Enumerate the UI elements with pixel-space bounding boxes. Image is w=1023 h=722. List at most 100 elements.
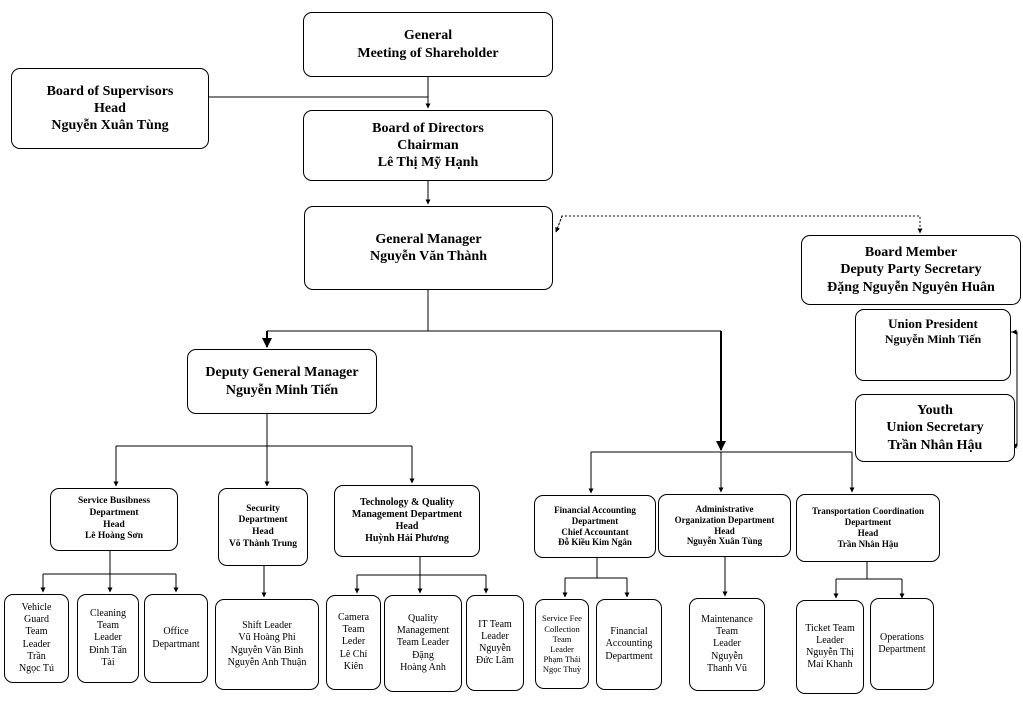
quality-line3: Team Leader [396, 637, 450, 649]
board-member-box: Board Member Deputy Party Secretary Đặng… [801, 235, 1021, 305]
board-member-name: Đặng Nguyễn Nguyên Huân [827, 279, 995, 295]
dgm-name: Nguyễn Minh Tiến [225, 382, 339, 398]
supervisors-role: Head [94, 100, 126, 116]
vehicle-line2: Guard [24, 614, 49, 626]
servicefee-line6: Ngọc Thuỳ [542, 664, 582, 675]
it-line3: Nguyễn [479, 643, 511, 654]
shift-line3: Nguyễn Văn Bình [230, 644, 304, 656]
shift-line2: Vũ Hoàng Phi [238, 632, 296, 644]
ticket-line3: Nguyễn Thị [806, 647, 854, 658]
vehicle-line3: Team [25, 626, 48, 638]
cleaning-line3: Leader [94, 632, 122, 644]
transport-dept-name: Trần Nhân Hậu [837, 538, 899, 549]
union-president-name: Nguyễn Minh Tiến [884, 331, 982, 346]
office-line2: Departmant [152, 638, 200, 650]
shift-leader-box: Shift Leader Vũ Hoàng Phi Nguyễn Văn Bìn… [215, 599, 319, 690]
vehicle-line4: Leader [22, 638, 51, 650]
operations-line1: Operations [880, 631, 924, 643]
supervisors-name: Nguyễn Xuân Tùng [51, 118, 169, 134]
security-department-box: Security Department Head Võ Thành Trung [218, 488, 308, 566]
financial-accounting-department-box: Financial Accounting Department Chief Ac… [534, 495, 656, 558]
directors-role: Chairman [397, 137, 459, 153]
servicefee-line3: Team [552, 633, 572, 644]
it-team-box: IT Team Leader Nguyễn Đức Lâm [466, 595, 524, 691]
youth-role: Union Secretary [886, 420, 984, 436]
cleaning-team-box: Cleaning Team Leader Đinh Tấn Tài [77, 594, 139, 683]
transport-dept-role: Head [857, 528, 879, 538]
camera-line5: Kiên [343, 660, 364, 672]
office-line1: Office [163, 626, 189, 638]
service-fee-collection-team-box: Service Fee Collection Team Leader Phạm … [535, 599, 589, 689]
admin-dept-name: Nguyễn Xuân Tùng [686, 536, 763, 547]
vehicle-line5: Trần [27, 650, 46, 662]
operations-department-box: Operations Department [870, 598, 934, 690]
findept-line2: Accounting [605, 638, 653, 650]
it-line2: Leader [481, 630, 509, 642]
quality-line1: Quality [408, 613, 438, 625]
servicefee-line2: Collection [544, 623, 580, 634]
supervisors-title: Board of Supervisors [46, 83, 174, 99]
admin-dept-line1: Administrative [695, 503, 754, 514]
service-business-department-box: Service Busibness Department Head Lê Hoà… [50, 488, 178, 551]
maintenance-team-box: Maintenance Team Leader Nguyễn Thanh Vũ [689, 598, 765, 691]
youth-name: Trần Nhân Hậu [887, 437, 983, 453]
service-dept-line2: Department [89, 507, 139, 518]
camera-line3: Leder [341, 636, 366, 648]
findept-line1: Financial [610, 626, 648, 638]
servicefee-line1: Service Fee [542, 613, 582, 624]
tech-dept-role: Head [395, 521, 419, 532]
board-of-directors-box: Board of Directors Chairman Lê Thị Mỹ Hạ… [303, 110, 553, 181]
finance-dept-name: Đỗ Kiều Kim Ngân [558, 537, 632, 548]
youth-union-box: Youth Union Secretary Trần Nhân Hậu [855, 394, 1015, 462]
servicefee-line5: Phạm Thái [543, 654, 581, 665]
security-dept-role: Head [252, 527, 274, 537]
maintenance-line3: Leader [713, 638, 741, 650]
findept-line3: Department [605, 650, 653, 662]
quality-line5: Hoàng Anh [400, 661, 446, 673]
transport-dept-line1: Transportation Coordination [811, 506, 925, 517]
transport-dept-line2: Department [844, 517, 892, 528]
ticket-line2: Leader [816, 634, 844, 646]
service-dept-line1: Service Busibness [77, 496, 151, 507]
ticket-line4: Mai Khanh [807, 659, 853, 671]
cleaning-line4: Đinh Tấn [89, 644, 127, 656]
finance-dept-line1: Financial Accounting [554, 504, 636, 515]
finance-dept-role: Chief Accountant [561, 526, 629, 537]
finance-dept-line2: Department [571, 515, 619, 526]
cleaning-line2: Team [96, 620, 120, 632]
maintenance-line4: Nguyễn [711, 650, 743, 662]
board-member-title: Board Member [864, 245, 958, 261]
union-president-title: Union President [888, 316, 978, 331]
quality-management-team-box: Quality Management Team Leader Đặng Hoàn… [384, 595, 462, 692]
shift-line1: Shift Leader [242, 620, 292, 632]
service-dept-name: Lê Hoàng Sơn [84, 531, 144, 542]
ticket-line1: Ticket Team [805, 622, 855, 634]
board-member-role: Deputy Party Secretary [840, 262, 982, 278]
gm-name: Nguyễn Văn Thành [370, 249, 487, 264]
camera-line1: Camera [337, 612, 370, 624]
ticket-team-box: Ticket Team Leader Nguyễn Thị Mai Khanh [796, 600, 864, 694]
quality-line2: Management [396, 625, 450, 637]
it-line1: IT Team [478, 618, 512, 630]
gms-title: General [403, 28, 453, 44]
technology-quality-department-box: Technology & Quality Management Departme… [334, 485, 480, 557]
camera-team-box: Camera Team Leder Lê Chí Kiên [326, 595, 381, 690]
quality-line4: Đặng [412, 649, 434, 661]
transportation-coordination-department-box: Transportation Coordination Department H… [796, 494, 940, 562]
youth-title: Youth [917, 403, 953, 419]
cleaning-line5: Tài [101, 656, 115, 668]
union-president-box: Union President Nguyễn Minh Tiến [855, 309, 1011, 381]
gm-title: General Manager [375, 231, 482, 247]
service-dept-role: Head [103, 519, 125, 530]
gms-subtitle: Meeting of Shareholder [357, 45, 499, 61]
vehicle-line6: Ngọc Tú [18, 662, 55, 674]
admin-dept-line2: Organization Department [674, 514, 775, 525]
admin-dept-role: Head [714, 525, 735, 536]
security-dept-line2: Department [238, 515, 288, 526]
vehicle-guard-team-box: Vehicle Guard Team Leader Trần Ngọc Tú [4, 594, 69, 683]
shift-line4: Nguyễn Anh Thuận [227, 656, 307, 668]
financial-accounting-team-box: Financial Accounting Department [596, 599, 662, 690]
camera-line2: Team [342, 624, 365, 636]
general-meeting-box: General Meeting of Shareholder [303, 12, 553, 77]
